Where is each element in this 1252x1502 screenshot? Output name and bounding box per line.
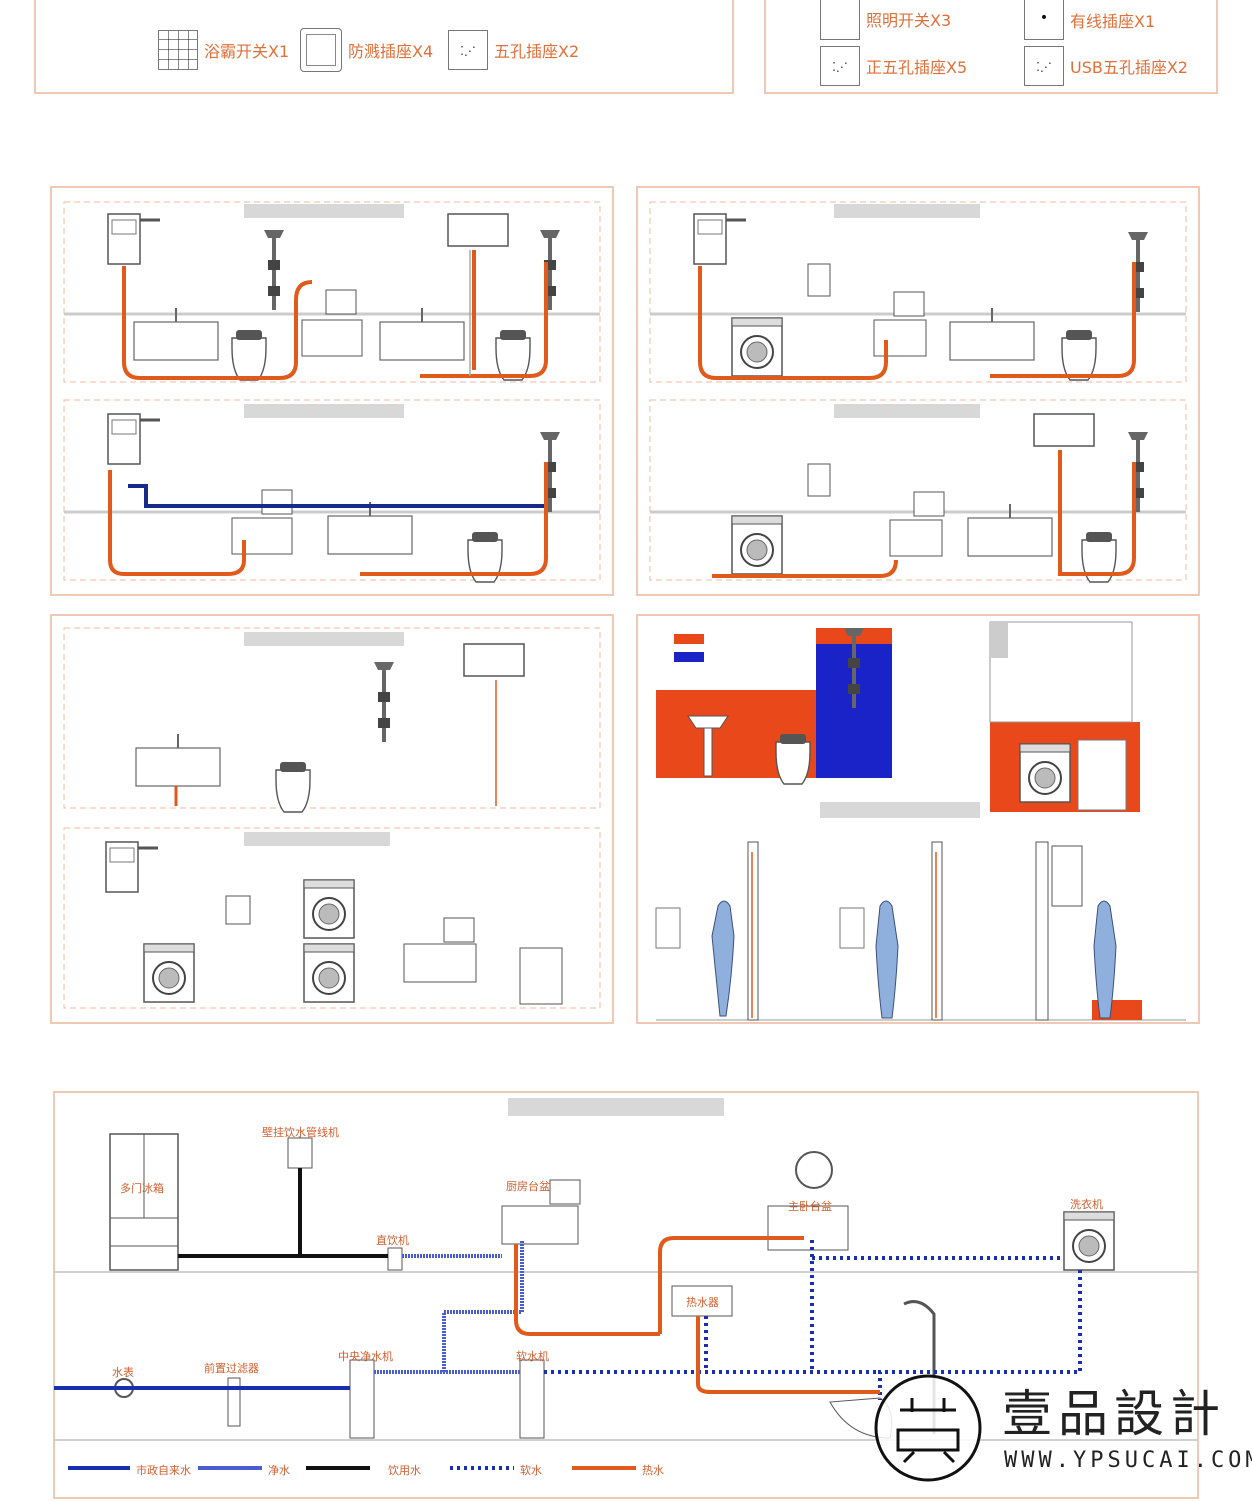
legend-drinking-water: 饮用水: [388, 1464, 421, 1477]
legend-label: 正五孔插座X5: [866, 58, 968, 77]
five-hole-socket-icon: ⁚⋰: [448, 30, 488, 70]
label-prefilter: 前置过滤器: [204, 1362, 259, 1375]
legend-soft-water: 软水: [520, 1464, 542, 1477]
legend-bath-heater-switch: 浴霸开关X1: [158, 30, 289, 70]
label-fridge: 多门冰箱: [120, 1182, 164, 1195]
legend-label: 防溅插座X4: [348, 42, 434, 61]
label-kitchen-basin: 厨房台盆: [506, 1180, 550, 1193]
legend-label: 浴霸开关X1: [204, 42, 290, 61]
label-central-purifier: 中央净水机: [338, 1350, 393, 1363]
label-washer: 洗衣机: [1070, 1198, 1103, 1211]
usb-socket-icon: ⁚⋰: [1024, 46, 1064, 86]
legend-municipal-water: 市政自来水: [136, 1464, 191, 1477]
label-water-meter: 水表: [112, 1366, 134, 1379]
top-legend-left-panel: [34, 0, 734, 94]
legend-label: USB五孔插座X2: [1070, 58, 1188, 77]
wired-socket-icon: •: [1024, 0, 1064, 40]
legend-purified-water: 净水: [268, 1464, 290, 1477]
splashproof-socket-icon: [300, 28, 342, 72]
legend-label: 五孔插座X2: [494, 42, 580, 61]
legend-label: 有线插座X1: [1070, 12, 1156, 31]
legend-five-hole-socket-2: ⁚⋰ 正五孔插座X5: [820, 46, 967, 86]
legend-wired-socket: • 有线插座X1: [1024, 0, 1155, 40]
light-switch-icon: [820, 0, 860, 40]
legend-splashproof-socket: 防溅插座X4: [300, 28, 433, 72]
legend-hot-water: 热水: [642, 1464, 664, 1477]
legend-label: 照明开关X3: [866, 11, 952, 30]
five-hole-socket-icon: ⁚⋰: [820, 46, 860, 86]
label-pipeline-machine: 壁挂饮水管线机: [262, 1126, 339, 1139]
brand-url: WWW.YPSUCAI.COM: [1004, 1448, 1252, 1473]
label-softener: 软水机: [516, 1350, 549, 1363]
label-master-basin: 主卧台盆: [788, 1200, 832, 1213]
label-direct-drink: 直饮机: [376, 1234, 409, 1247]
legend-five-hole-socket: ⁚⋰ 五孔插座X2: [448, 30, 579, 70]
brand-watermark: 壹品設計 WWW.YPSUCAI.COM: [874, 1370, 1252, 1490]
label-heater: 热水器: [686, 1296, 719, 1309]
bath-heater-switch-icon: [158, 30, 198, 70]
legend-light-switch: 照明开关X3: [820, 0, 951, 40]
brand-name: 壹品設計: [1002, 1385, 1226, 1443]
legend-usb-socket: ⁚⋰ USB五孔插座X2: [1024, 46, 1188, 86]
